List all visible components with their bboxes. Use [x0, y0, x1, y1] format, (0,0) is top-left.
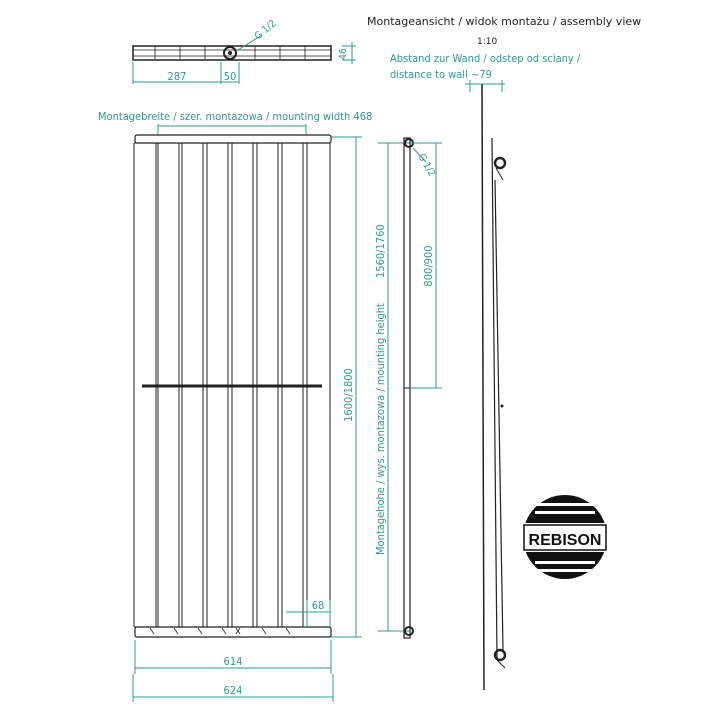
- drawing-title: Montageansicht / widok montażu / assembl…: [367, 15, 641, 28]
- dim-top-connection: 50: [224, 70, 237, 83]
- logo-text: REBISON: [529, 532, 602, 549]
- dim-width-total: 624: [224, 684, 243, 697]
- top-header: [134, 134, 332, 144]
- dim-bracket-spacing: 800/900: [422, 245, 435, 286]
- side-connection-bottom: [404, 626, 414, 636]
- wall-distance-label-2: distance to wall ~79: [390, 68, 492, 81]
- top-view: G 1/2 46 287 50: [132, 18, 356, 84]
- dim-thread-top: G 1/2: [253, 18, 279, 42]
- front-view: [133, 134, 332, 638]
- radiator-profile: [491, 137, 498, 661]
- assembly-side-view: [481, 83, 507, 691]
- top-view-connection: [223, 46, 237, 60]
- top-view-body: [132, 45, 332, 61]
- dim-top-depth: 46: [338, 48, 349, 60]
- mounting-width-label: Montagebreite / szer. montazowa / mounti…: [98, 110, 372, 123]
- dim-top-offset: 287: [168, 70, 187, 83]
- wall-bracket-top: [493, 156, 507, 170]
- bottom-header: [134, 626, 332, 638]
- mounting-height-label: Montagehohe / wys. montazowa / mounting …: [374, 303, 387, 555]
- wall-bracket-bottom: [493, 648, 507, 662]
- dim-width-inner: 614: [224, 655, 243, 668]
- dim-total-height: 1600/1800: [342, 368, 355, 422]
- wall-line: [481, 83, 485, 691]
- rebison-logo: REBISON: [522, 495, 608, 579]
- dim-mounting-height: 1560/1760: [374, 224, 387, 278]
- drawing-scale: 1:10: [477, 37, 497, 47]
- dim-thread-side: G 1/2: [415, 152, 437, 179]
- wall-distance-label-1: Abstand zur Wand / odstep od sciany /: [390, 52, 581, 65]
- dim-tube-pitch: 68: [312, 599, 325, 612]
